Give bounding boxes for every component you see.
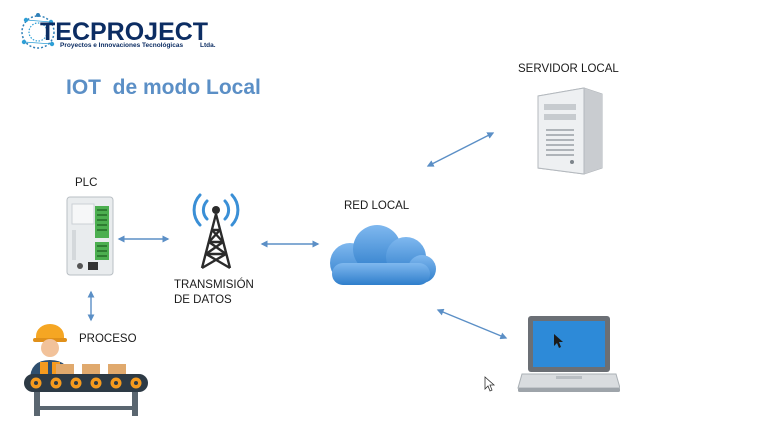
label-red-local: RED LOCAL bbox=[344, 200, 410, 212]
logo-tagline: Proyectos e Innovaciones Tecnológicas bbox=[60, 42, 184, 49]
slide-title: IOT de modo Local bbox=[66, 76, 261, 99]
label-proceso: PROCESO bbox=[79, 333, 137, 345]
arrow-cloud-server bbox=[426, 132, 495, 167]
transmission-tower-icon bbox=[192, 193, 240, 270]
cloud-icon bbox=[330, 225, 436, 285]
mouse-cursor-icon bbox=[484, 376, 496, 392]
company-logo: TECPROJECT Proyectos e Innovaciones Tecn… bbox=[18, 10, 228, 56]
arrow-cloud-laptop bbox=[436, 308, 508, 340]
laptop-icon bbox=[517, 316, 620, 392]
logo-suffix: Ltda. bbox=[200, 42, 216, 49]
label-servidor-local: SERVIDOR LOCAL bbox=[518, 63, 619, 75]
label-transmision-line1: TRANSMISIÓN bbox=[174, 279, 254, 291]
logo-wordmark: TECPROJECT bbox=[40, 18, 209, 46]
server-icon bbox=[537, 87, 603, 175]
network-globe-icon bbox=[21, 13, 55, 49]
process-worker-conveyor-icon bbox=[24, 324, 148, 416]
label-transmision-line2: DE DATOS bbox=[174, 294, 232, 306]
plc-icon bbox=[66, 196, 114, 276]
label-plc: PLC bbox=[75, 177, 98, 189]
